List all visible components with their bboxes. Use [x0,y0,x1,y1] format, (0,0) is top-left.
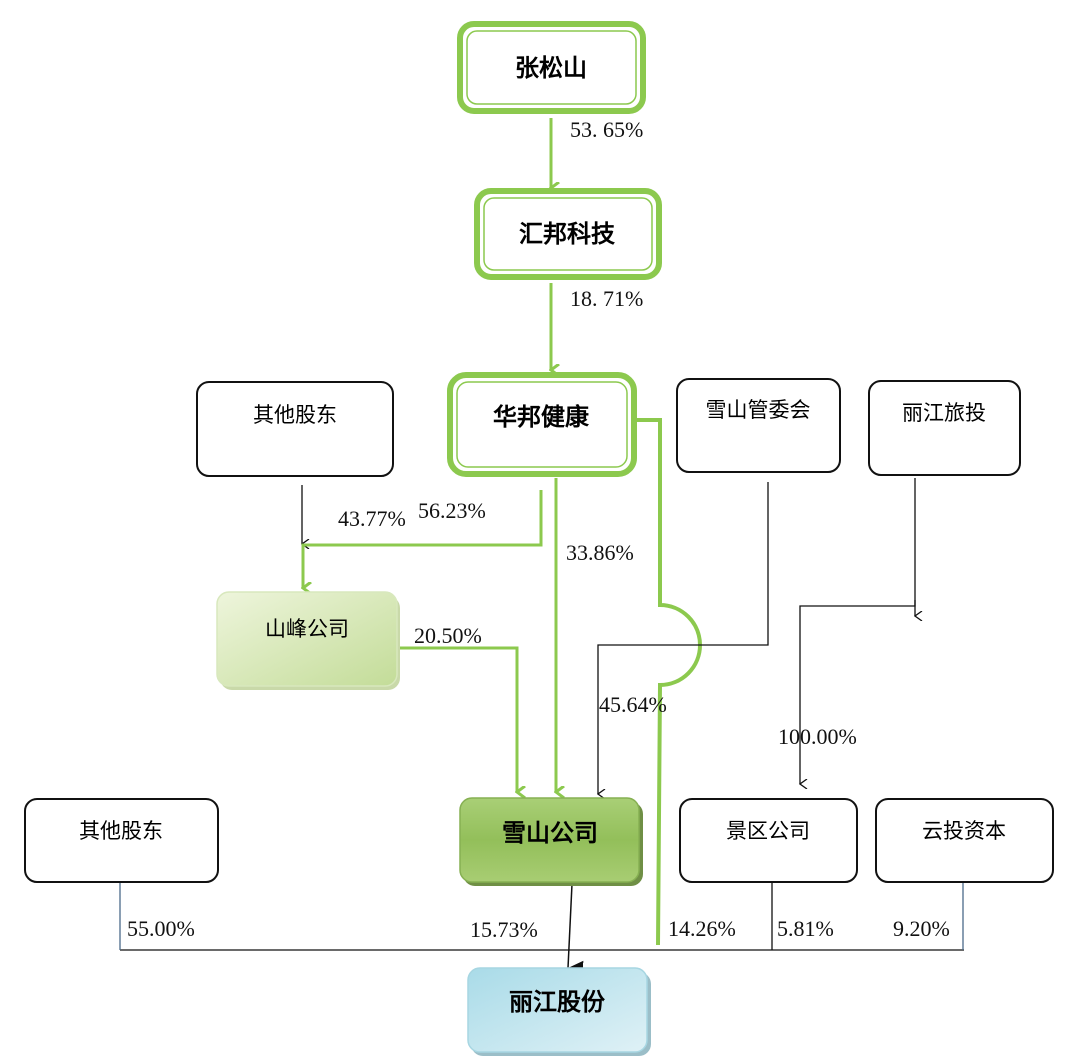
pct-huabang-lijiang: 14.26% [668,916,736,941]
node-label: 丽江旅投 [902,401,986,425]
node-jingqu[interactable]: 景区公司 [679,798,858,883]
pct-huibang-huabang: 18. 71% [570,286,643,311]
node-label: 汇邦科技 [519,220,616,248]
node-label: 雪山公司 [502,819,598,847]
node-yuntou[interactable]: 云投资本 [875,798,1054,883]
node-label: 华邦健康 [493,403,590,431]
pct-shanfeng-xueshan: 20.50% [414,623,482,648]
edge-huabang-shanfeng [303,490,543,588]
pct-xueshan-lijiang: 15.73% [470,917,538,942]
node-lijiang[interactable]: 丽江股份 [467,967,651,1056]
node-xueshan[interactable]: 雪山公司 [459,797,643,886]
node-huabang[interactable]: 华邦健康 [447,372,637,477]
pct-committee-xueshan: 45.64% [599,692,667,717]
node-label: 张松山 [515,54,587,82]
pct-jingqu-lijiang: 5.81% [777,916,834,941]
edge-xueshan-lijiang [567,883,584,977]
pct-yuntou-lijiang: 9.20% [893,916,950,941]
edge-shanfeng-xueshan [398,646,517,792]
node-lijiang-tour[interactable]: 丽江旅投 [868,380,1021,476]
node-label: 雪山管委会 [706,398,811,422]
node-label: 山峰公司 [265,617,349,641]
pct-huabang-shanfeng: 56.23% [418,498,486,523]
node-huibang[interactable]: 汇邦科技 [474,188,662,280]
pct-tour-jingqu: 100.00% [778,724,857,749]
node-label: 其他股东 [79,819,163,843]
edge-committee-xueshan [598,482,769,794]
edge-huabang-lijiang [635,418,702,946]
node-xueshan-committee[interactable]: 雪山管委会 [676,378,841,473]
node-other-bottom[interactable]: 其他股东 [24,798,219,883]
node-label: 云投资本 [922,819,1006,843]
edge-labels: 53. 65% 18. 71% 43.77% 56.23% 33.86% 20.… [127,117,950,942]
node-zhang[interactable]: 张松山 [457,21,646,114]
pct-huabang-xueshan: 33.86% [566,540,634,565]
connectors [119,118,964,977]
node-label: 其他股东 [253,403,337,427]
node-other-top[interactable]: 其他股东 [196,381,394,477]
edge-tour-jingqu [800,478,916,784]
node-label: 景区公司 [726,819,810,843]
node-label: 丽江股份 [509,988,606,1016]
node-shanfeng[interactable]: 山峰公司 [216,591,400,690]
pct-zhang-huibang: 53. 65% [570,117,643,142]
pct-other-lijiang: 55.00% [127,916,195,941]
pct-other-shanfeng: 43.77% [338,506,406,531]
